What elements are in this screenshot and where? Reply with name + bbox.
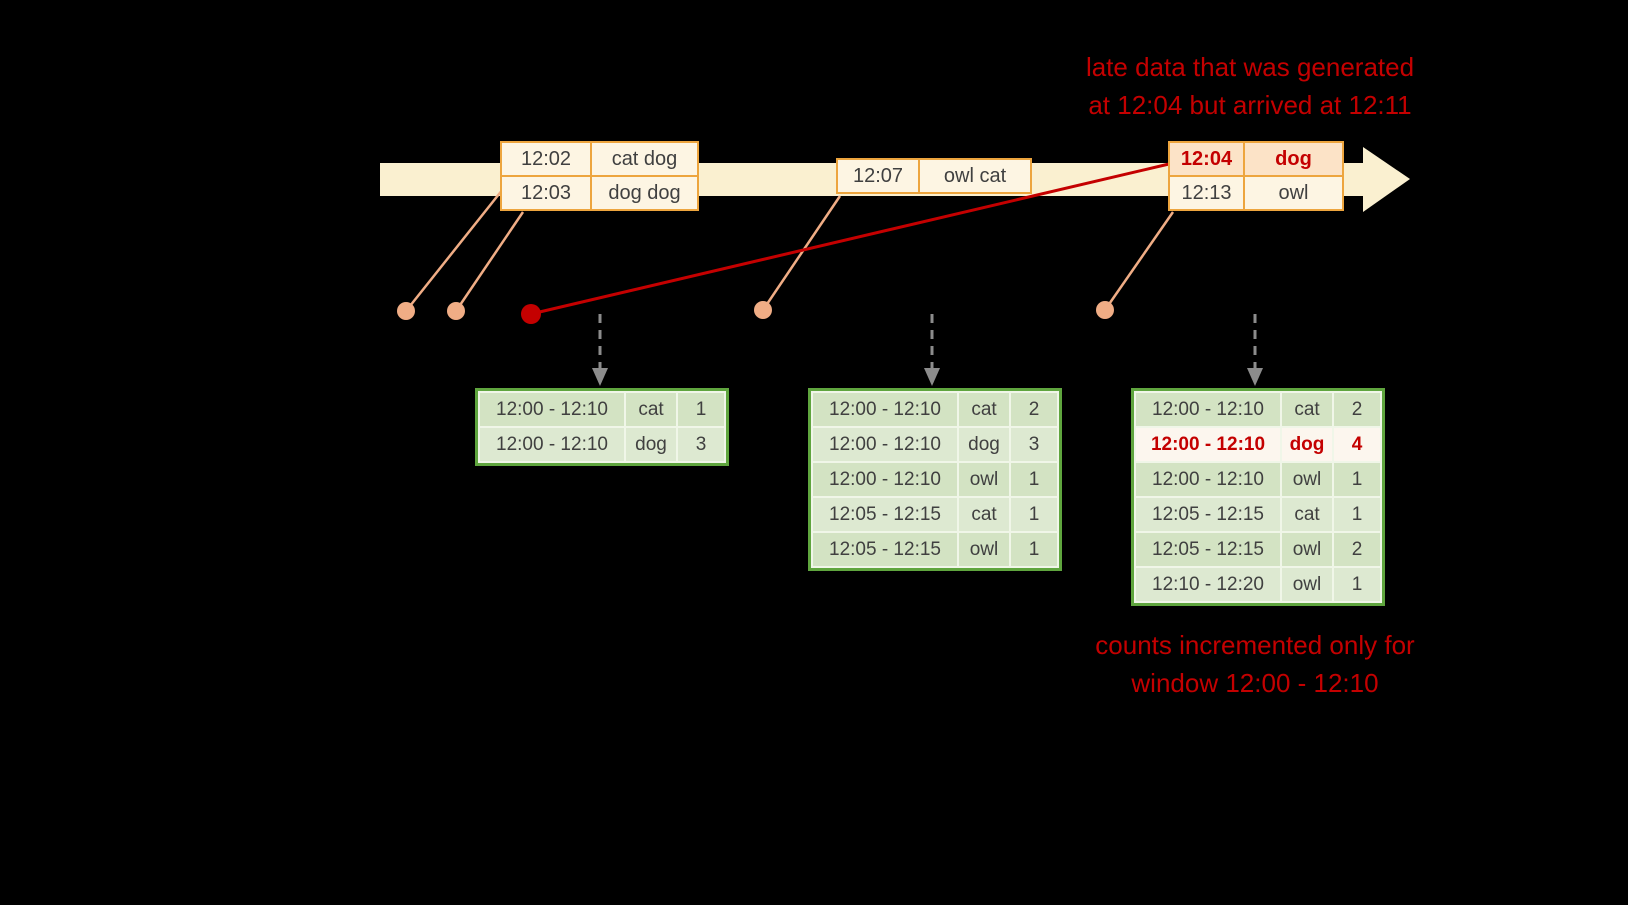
result-window: 12:00 - 12:10 (1136, 393, 1280, 426)
result-word: owl (1282, 533, 1332, 566)
late-data-note: late data that was generated at 12:04 bu… (1085, 52, 1415, 120)
result-count: 1 (1011, 533, 1057, 566)
event-row: 12:13 owl (1170, 177, 1342, 209)
trigger-arrow-icon (924, 314, 940, 386)
event-connector-line (454, 211, 525, 312)
event-row: 12:07 owl cat (838, 160, 1030, 192)
event-row: 12:02 cat dog (502, 143, 697, 175)
result-row: 12:00 - 12:10 dog 4 (1136, 428, 1380, 461)
result-word: owl (1282, 463, 1332, 496)
result-window: 12:00 - 12:10 (480, 428, 624, 461)
result-row: 12:00 - 12:10 owl 1 (813, 463, 1057, 496)
event-connector-line (761, 195, 842, 311)
result-window: 12:00 - 12:10 (813, 393, 957, 426)
event-time: 12:04 (1170, 143, 1243, 175)
event-words: owl cat (920, 160, 1030, 192)
result-word: owl (959, 463, 1009, 496)
trigger-arrow-icon (592, 314, 608, 386)
result-row: 12:10 - 12:20 owl 1 (1136, 568, 1380, 601)
result-word: cat (1282, 393, 1332, 426)
event-words: dog dog (592, 177, 697, 209)
event-table-1204-late: 12:04 dog 12:13 owl (1168, 141, 1344, 211)
result-word: cat (1282, 498, 1332, 531)
event-dot (1096, 301, 1114, 319)
event-words: dog (1245, 143, 1342, 175)
result-row: 12:05 - 12:15 cat 1 (813, 498, 1057, 531)
result-table-1: 12:00 - 12:10 cat 1 12:00 - 12:10 dog 3 (475, 388, 729, 466)
event-time: 12:07 (838, 160, 918, 192)
result-count: 1 (1011, 463, 1057, 496)
result-row: 12:00 - 12:10 cat 2 (1136, 393, 1380, 426)
result-row: 12:00 - 12:10 cat 2 (813, 393, 1057, 426)
result-word: cat (959, 498, 1009, 531)
late-event-dot (521, 304, 541, 324)
result-word: dog (626, 428, 676, 461)
event-words: cat dog (592, 143, 697, 175)
result-window: 12:00 - 12:10 (1136, 428, 1280, 461)
event-connector-line (1103, 211, 1175, 311)
result-row: 12:05 - 12:15 owl 2 (1136, 533, 1380, 566)
result-window: 12:05 - 12:15 (813, 498, 957, 531)
event-row: 12:04 dog (1170, 143, 1342, 175)
result-row: 12:00 - 12:10 dog 3 (480, 428, 724, 461)
result-table-2: 12:00 - 12:10 cat 2 12:00 - 12:10 dog 3 … (808, 388, 1062, 571)
result-window: 12:05 - 12:15 (1136, 498, 1280, 531)
result-word: cat (626, 393, 676, 426)
result-count: 1 (678, 393, 724, 426)
result-count: 2 (1011, 393, 1057, 426)
event-time: 12:02 (502, 143, 590, 175)
result-row: 12:05 - 12:15 owl 1 (813, 533, 1057, 566)
result-window: 12:05 - 12:15 (813, 533, 957, 566)
event-connector-line (405, 188, 504, 312)
result-row: 12:00 - 12:10 dog 3 (813, 428, 1057, 461)
event-table-1207: 12:07 owl cat (836, 158, 1032, 194)
trigger-arrow-icon (1247, 314, 1263, 386)
result-word: owl (959, 533, 1009, 566)
result-window: 12:00 - 12:10 (1136, 463, 1280, 496)
result-table-3: 12:00 - 12:10 cat 2 12:00 - 12:10 dog 4 … (1131, 388, 1385, 606)
result-window: 12:00 - 12:10 (813, 463, 957, 496)
result-row: 12:05 - 12:15 cat 1 (1136, 498, 1380, 531)
result-window: 12:00 - 12:10 (480, 393, 624, 426)
result-word: dog (959, 428, 1009, 461)
event-dot (447, 302, 465, 320)
event-time: 12:03 (502, 177, 590, 209)
result-row: 12:00 - 12:10 owl 1 (1136, 463, 1380, 496)
event-words: owl (1245, 177, 1342, 209)
result-window: 12:10 - 12:20 (1136, 568, 1280, 601)
result-count: 2 (1334, 533, 1380, 566)
result-row: 12:00 - 12:10 cat 1 (480, 393, 724, 426)
event-dot (397, 302, 415, 320)
result-count: 1 (1011, 498, 1057, 531)
result-word: cat (959, 393, 1009, 426)
late-data-connector-line (530, 162, 1170, 316)
counts-incremented-note: counts incremented only for window 12:00… (1095, 630, 1415, 698)
result-count: 4 (1334, 428, 1380, 461)
result-count: 2 (1334, 393, 1380, 426)
timeline-arrowhead-icon (1363, 147, 1410, 212)
event-time: 12:13 (1170, 177, 1243, 209)
result-count: 3 (678, 428, 724, 461)
event-table-1202: 12:02 cat dog 12:03 dog dog (500, 141, 699, 211)
result-word: owl (1282, 568, 1332, 601)
result-count: 1 (1334, 568, 1380, 601)
event-row: 12:03 dog dog (502, 177, 697, 209)
result-window: 12:05 - 12:15 (1136, 533, 1280, 566)
result-count: 1 (1334, 463, 1380, 496)
event-dot (754, 301, 772, 319)
result-count: 3 (1011, 428, 1057, 461)
result-word: dog (1282, 428, 1332, 461)
result-window: 12:00 - 12:10 (813, 428, 957, 461)
result-count: 1 (1334, 498, 1380, 531)
